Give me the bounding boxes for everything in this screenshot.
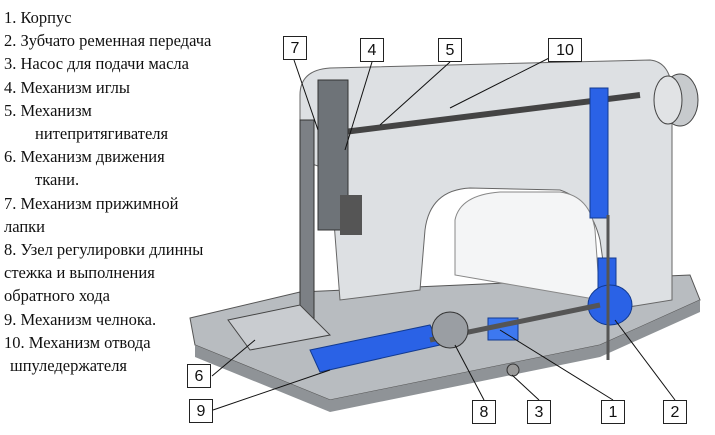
legend-item-8-cont2: обратного хода <box>4 286 110 306</box>
legend-item-1: 1. Корпус <box>4 8 72 27</box>
callout-1: 1 <box>601 400 625 424</box>
callout-8: 8 <box>472 400 496 424</box>
callout-6: 6 <box>187 364 211 388</box>
legend-item-6: 6. Механизм движения <box>4 147 165 167</box>
callout-2: 2 <box>663 400 687 424</box>
legend-item-5-cont: нитепритягивателя <box>35 124 169 144</box>
callout-7: 7 <box>283 36 307 60</box>
callout-9: 9 <box>189 399 213 423</box>
legend-item-8-cont: стежка и выполнения <box>4 263 155 283</box>
legend-item-10-cont: шпуледержателя <box>10 356 128 376</box>
belt-drive-upper <box>589 87 609 219</box>
callout-3: 3 <box>527 400 551 424</box>
legend-item-9: 9. Механизм челнока. <box>4 309 157 329</box>
legend-item-7: 7. Механизм прижимной <box>4 193 179 213</box>
legend-item-4: 4. Механизм иглы <box>4 77 131 97</box>
parts-legend: 1. Корпус 2. Зубчато ременная передача 3… <box>4 6 211 377</box>
legend-item-8: 8. Узел регулировки длинны <box>4 240 204 260</box>
callout-4: 4 <box>360 38 384 62</box>
callout-5: 5 <box>438 38 462 62</box>
callout-10: 10 <box>548 38 582 62</box>
machine-body <box>299 59 673 311</box>
legend-item-2: 2. Зубчато ременная передача <box>4 31 212 51</box>
legend-item-10: 10. Механизм отвода <box>4 332 151 352</box>
legend-item-7-cont: лапки <box>4 216 46 236</box>
legend-item-6-cont: ткани. <box>35 170 80 190</box>
legend-item-3: 3. Насос для подачи масла <box>4 54 189 74</box>
legend-item-5: 5. Механизм <box>4 100 92 120</box>
